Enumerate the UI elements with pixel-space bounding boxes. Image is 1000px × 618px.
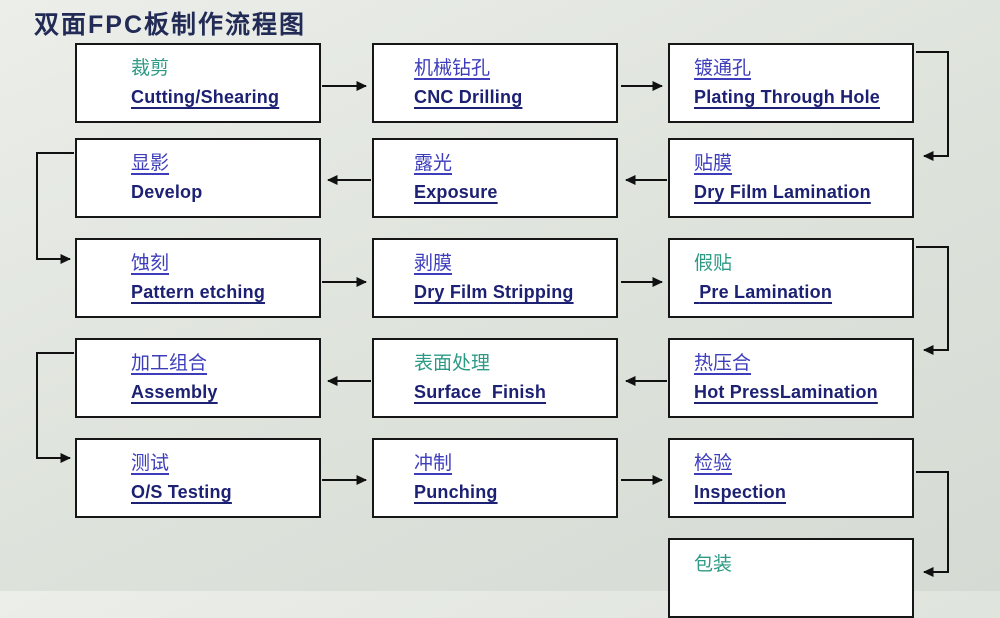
flow-box-develop: 显影 Develop bbox=[75, 138, 321, 218]
pre-lamination-en-label: Pre Lamination bbox=[694, 282, 833, 303]
dry-film-stripping-en-label: Dry Film Stripping bbox=[414, 282, 574, 303]
arrow-develop-to-pattern-etching bbox=[36, 152, 74, 264]
arrow-inspection-to-packing bbox=[916, 471, 949, 577]
plating-through-hole-zh-label: 镀通孔 bbox=[694, 58, 752, 80]
flow-box-punching: 冲制 Punching bbox=[372, 438, 618, 518]
flow-box-inspection: 检验 Inspection bbox=[668, 438, 914, 518]
flow-box-packing: 包装 bbox=[668, 538, 914, 618]
arrow-plating-through-hole-to-dry-film-lamination bbox=[916, 51, 949, 161]
arrow-assembly-to-os-testing bbox=[36, 352, 74, 463]
assembly-zh-label: 加工组合 bbox=[131, 353, 208, 375]
flow-box-dry-film-stripping: 剥膜 Dry Film Stripping bbox=[372, 238, 618, 318]
exposure-zh-label: 露光 bbox=[414, 153, 453, 175]
cutting-en-label: Cutting/Shearing bbox=[131, 87, 280, 108]
flow-box-plating-through-hole: 镀通孔 Plating Through Hole bbox=[668, 43, 914, 123]
flow-box-cnc-drilling: 机械钻孔 CNC Drilling bbox=[372, 43, 618, 123]
flow-box-assembly: 加工组合 Assembly bbox=[75, 338, 321, 418]
os-testing-en-label: O/S Testing bbox=[131, 482, 232, 503]
flow-box-exposure: 露光 Exposure bbox=[372, 138, 618, 218]
flow-box-pattern-etching: 蚀刻 Pattern etching bbox=[75, 238, 321, 318]
packing-zh-label: 包装 bbox=[694, 553, 733, 575]
pre-lamination-zh-label: 假贴 bbox=[694, 253, 733, 275]
dry-film-lamination-zh-label: 贴膜 bbox=[694, 153, 733, 175]
dry-film-lamination-en-label: Dry Film Lamination bbox=[694, 182, 871, 203]
flow-box-dry-film-lamination: 贴膜 Dry Film Lamination bbox=[668, 138, 914, 218]
develop-zh-label: 显影 bbox=[131, 153, 170, 175]
inspection-en-label: Inspection bbox=[694, 482, 787, 503]
packing-en-label bbox=[694, 583, 912, 601]
punching-zh-label: 冲制 bbox=[414, 453, 453, 475]
surface-finish-zh-label: 表面处理 bbox=[414, 353, 491, 375]
plating-through-hole-en-label: Plating Through Hole bbox=[694, 87, 880, 108]
flow-box-os-testing: 测试 O/S Testing bbox=[75, 438, 321, 518]
page-title: 双面FPC板制作流程图 bbox=[34, 11, 307, 39]
flow-box-hot-press-lamination: 热压合 Hot PressLamination bbox=[668, 338, 914, 418]
cnc-drilling-en-label: CNC Drilling bbox=[414, 87, 523, 108]
cutting-zh-label: 裁剪 bbox=[131, 58, 170, 80]
cnc-drilling-zh-label: 机械钻孔 bbox=[414, 58, 491, 80]
pattern-etching-en-label: Pattern etching bbox=[131, 282, 266, 303]
surface-finish-en-label: Surface Finish bbox=[414, 382, 547, 403]
dry-film-stripping-zh-label: 剥膜 bbox=[414, 253, 453, 275]
arrow-pre-lamination-to-hot-press-lamination bbox=[916, 246, 949, 355]
pattern-etching-zh-label: 蚀刻 bbox=[131, 253, 170, 275]
hot-press-lamination-en-label: Hot PressLamination bbox=[694, 382, 878, 403]
punching-en-label: Punching bbox=[414, 482, 498, 503]
inspection-zh-label: 检验 bbox=[694, 453, 733, 475]
flow-box-pre-lamination: 假贴 Pre Lamination bbox=[668, 238, 914, 318]
exposure-en-label: Exposure bbox=[414, 182, 498, 203]
develop-en-label: Develop bbox=[131, 182, 203, 203]
os-testing-zh-label: 测试 bbox=[131, 453, 170, 475]
assembly-en-label: Assembly bbox=[131, 382, 218, 403]
hot-press-lamination-zh-label: 热压合 bbox=[694, 353, 752, 375]
flow-box-cutting: 裁剪 Cutting/Shearing bbox=[75, 43, 321, 123]
flow-box-surface-finish: 表面处理 Surface Finish bbox=[372, 338, 618, 418]
